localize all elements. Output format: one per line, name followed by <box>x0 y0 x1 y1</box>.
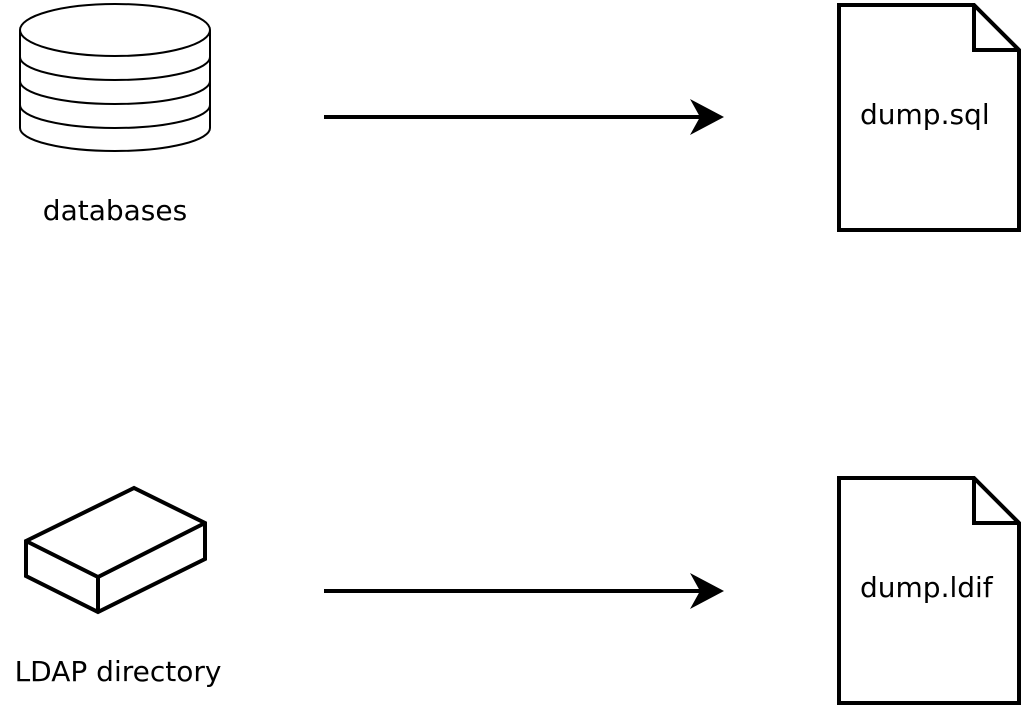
ldap-directory-label: LDAP directory <box>15 655 222 688</box>
arrow-ldap-to-ldif <box>324 573 724 609</box>
sql-dump-label: dump.sql <box>860 98 990 131</box>
document-icon <box>837 3 1021 232</box>
arrow-databases-to-sql <box>324 99 724 135</box>
databases-label: databases <box>43 194 187 227</box>
server-box-icon <box>24 485 207 615</box>
document-icon <box>837 476 1021 705</box>
ldif-dump-label: dump.ldif <box>860 571 994 604</box>
database-icon <box>19 3 211 152</box>
